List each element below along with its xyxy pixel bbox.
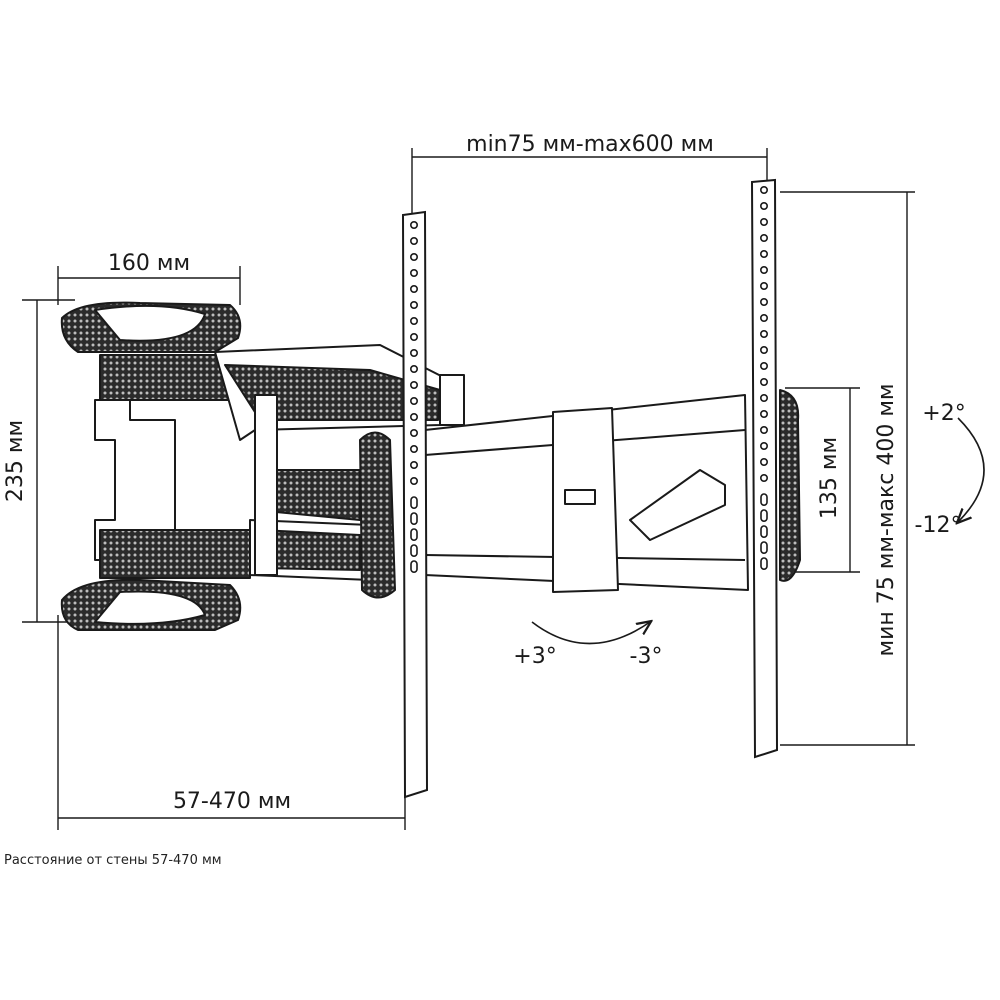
mounting-hole xyxy=(409,364,418,373)
mounting-hole xyxy=(410,544,418,557)
mounting-hole xyxy=(409,284,418,293)
mounting-hole xyxy=(409,380,418,389)
label-swivel-right: -3° xyxy=(630,644,663,669)
mounting-hole xyxy=(409,412,418,421)
label-tilt-up: +2° xyxy=(922,401,965,426)
swivel-arc xyxy=(531,622,650,645)
mounting-hole xyxy=(409,428,418,437)
label-tilt-down: -12° xyxy=(915,513,962,538)
mounting-hole xyxy=(759,250,768,259)
mounting-hole xyxy=(759,329,768,338)
mounting-hole xyxy=(759,473,768,482)
mounting-hole xyxy=(759,425,768,434)
label-arm-width: 160 мм xyxy=(108,251,190,276)
left-tv-rail xyxy=(401,210,429,799)
mounting-hole xyxy=(759,393,768,402)
mounting-hole xyxy=(760,541,768,554)
label-swivel-left: +3° xyxy=(513,644,556,669)
mounting-hole xyxy=(760,509,768,522)
mounting-hole xyxy=(759,202,768,211)
mounting-hole xyxy=(759,409,768,418)
mounting-hole xyxy=(759,313,768,322)
mounting-hole xyxy=(759,457,768,466)
label-distance: 57-470 мм xyxy=(173,789,291,814)
caption: Расстояние от стены 57-470 мм xyxy=(4,853,222,868)
mounting-hole xyxy=(409,476,418,485)
tilt-arc xyxy=(958,417,985,522)
mounting-hole xyxy=(759,234,768,243)
mounting-hole xyxy=(409,316,418,325)
articulating-arms xyxy=(214,344,801,599)
mounting-hole xyxy=(409,237,418,246)
wall-plate xyxy=(60,301,251,631)
mounting-hole xyxy=(760,493,768,506)
mounting-hole xyxy=(409,444,418,453)
mounting-hole xyxy=(409,396,418,405)
dimension-lines xyxy=(22,148,915,830)
mounting-hole xyxy=(410,528,418,541)
label-bracket-height: 135 мм xyxy=(817,437,842,519)
mounting-hole xyxy=(409,348,418,357)
mounting-hole xyxy=(409,332,418,341)
right-tv-rail xyxy=(750,178,779,759)
mounting-hole xyxy=(409,268,418,277)
label-top-width: min75 мм-max600 мм xyxy=(466,132,714,157)
mounting-hole xyxy=(759,377,768,386)
mounting-hole xyxy=(409,221,418,230)
label-vertical-range: мин 75 мм-макс 400 мм xyxy=(874,383,899,656)
mounting-hole xyxy=(409,300,418,309)
mounting-hole xyxy=(759,186,768,195)
mounting-hole xyxy=(409,460,418,469)
mounting-hole xyxy=(409,253,418,262)
mounting-hole xyxy=(760,557,768,570)
mounting-hole xyxy=(410,560,418,573)
label-wall-height: 235 мм xyxy=(3,420,28,502)
mounting-hole xyxy=(759,441,768,450)
mounting-hole xyxy=(760,525,768,538)
mounting-hole xyxy=(410,496,418,509)
mounting-hole xyxy=(759,218,768,227)
mounting-hole xyxy=(759,361,768,370)
mounting-hole xyxy=(759,345,768,354)
mounting-hole xyxy=(759,297,768,306)
mounting-hole xyxy=(759,281,768,290)
mounting-hole xyxy=(410,512,418,525)
mounting-hole xyxy=(759,265,768,274)
